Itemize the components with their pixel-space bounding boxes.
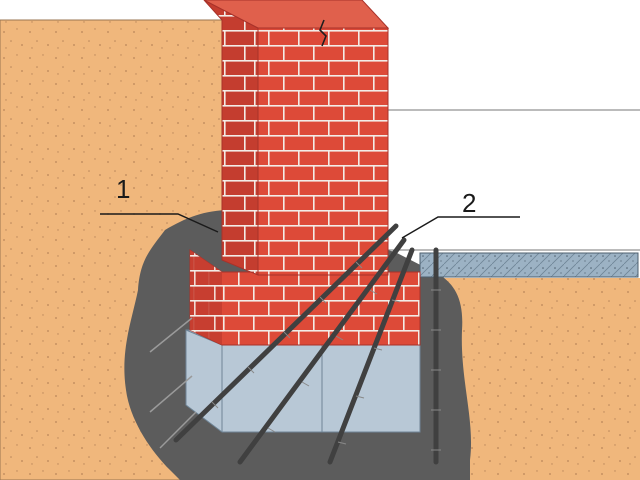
brick-footing-side: [190, 250, 222, 345]
injection-rod: [327, 247, 415, 465]
callout-2-label: 2: [462, 188, 477, 218]
injection-rod: [173, 223, 399, 443]
floor-slab: [419, 252, 639, 278]
brick-wall-top: [203, 0, 390, 29]
injection-rods: [173, 223, 439, 465]
brick-wall-front: [257, 27, 389, 276]
soil-right: [440, 278, 640, 480]
callout-2-leader: [401, 216, 520, 239]
callout-1-label: 1: [116, 174, 131, 204]
crack-icon: [319, 19, 327, 47]
callout-1-leader: [100, 213, 219, 233]
rod-ribs: [211, 261, 441, 451]
anchor-rods-left: [149, 317, 197, 449]
injection-rod: [237, 237, 407, 465]
